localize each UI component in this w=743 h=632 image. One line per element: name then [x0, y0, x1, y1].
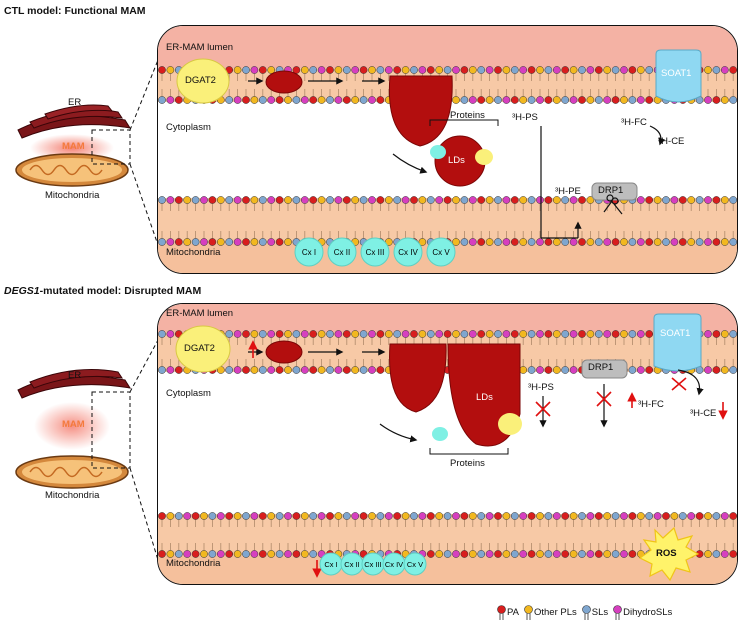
legend-swatch-3 [613, 604, 622, 614]
complexes-group-1: Cx I Cx II Cx III Cx IV Cx V [294, 237, 456, 267]
panel2-header-rest: -mutated model: Disrupted MAM [39, 285, 202, 297]
left-organelle-illustration-1 [15, 104, 132, 187]
soat1-enzyme [655, 49, 702, 103]
legend-item: DihydroSLs [613, 604, 673, 620]
mam-label-1: MAM [62, 141, 85, 152]
h3ce-label-2: ³H-CE [690, 408, 717, 419]
h3ps-label-2: ³H-PS [528, 382, 554, 393]
legend-item: PA [497, 604, 519, 620]
legend-swatch-1 [524, 604, 533, 614]
complex-label-5: Cx V [407, 560, 423, 569]
complex-1 [294, 237, 324, 267]
mam-label-2: MAM [62, 419, 85, 430]
small-ld [265, 70, 303, 94]
h3pe-label-1: ³H-PE [555, 186, 581, 197]
complex-label-1: Cx I [302, 248, 316, 257]
ros-burst [638, 526, 700, 582]
er-lumen-band-2 [158, 304, 737, 332]
h3ce-label-1: ³H-CE [658, 136, 685, 147]
er-lumen-band [158, 26, 737, 68]
panel1-header: CTL model: Functional MAM [4, 5, 146, 17]
h3fc-label-1: ³H-FC [621, 117, 647, 128]
mito-matrix-band-2 [158, 556, 737, 584]
dgat2-enzyme [176, 58, 230, 104]
drp1-box [591, 182, 638, 201]
er-mam-lumen-label-2: ER-MAM lumen [166, 308, 234, 319]
legend-label-dihydrosls: DihydroSLs [623, 606, 673, 618]
left-organelle-illustration-2 [15, 369, 132, 489]
soat1-label-2: SOAT1 [660, 328, 691, 339]
mito-label-2: Mitochondria [45, 490, 100, 501]
legend-item: SLs [581, 604, 609, 620]
budding-ld [388, 75, 453, 147]
dgat2-label-1: DGAT2 [185, 75, 216, 86]
legend-swatch-0 [497, 604, 506, 614]
panel1-shapes: Cx I Cx II Cx III Cx IV Cx V [176, 49, 702, 267]
mitochondria-label-1: Mitochondria [166, 247, 221, 258]
complex-5 [403, 552, 427, 576]
complex-label-4: Cx IV [398, 248, 418, 257]
legend-label-pa: PA [507, 606, 519, 618]
panel-functional-mam: Cx I Cx II Cx III Cx IV Cx V ER-MAM lumen Cy… [157, 25, 738, 274]
dgat2-label-2: DGAT2 [184, 343, 215, 354]
complex-2 [327, 237, 357, 267]
complex-label-3: Cx III [364, 560, 382, 569]
legend-item: Other PLs [524, 604, 577, 620]
er-mam-lumen-label-1: ER-MAM lumen [166, 42, 234, 53]
cytoplasm-label-2: Cytoplasm [166, 388, 211, 399]
complex-label-1: Cx I [324, 560, 337, 569]
mito-label-1: Mitochondria [45, 190, 100, 201]
degs1-gene-label: DEGS1 [4, 285, 40, 297]
scissors-icon [603, 194, 623, 215]
complex-label-2: Cx II [334, 248, 350, 257]
complex-label-4: Cx IV [385, 560, 403, 569]
soat1-label-1: SOAT1 [661, 68, 692, 79]
drp1-label-1: DRP1 [598, 185, 624, 196]
ros-label: ROS [656, 548, 677, 559]
complex-4 [393, 237, 423, 267]
h3fc-label-2: ³H-FC [638, 399, 664, 410]
proteins-label-1: Proteins [450, 110, 485, 121]
complex-3 [360, 237, 390, 267]
proteins-label-2: Proteins [450, 458, 485, 469]
legend-label-other-pls: Other PLs [533, 606, 577, 618]
proteins-bracket [429, 119, 499, 126]
er-label-1: ER [68, 97, 82, 108]
complex-5 [426, 237, 456, 267]
lds-label-2: LDs [476, 392, 493, 403]
cytoplasm-label-1: Cytoplasm [166, 122, 211, 133]
legend-label-sls: SLs [591, 606, 609, 618]
panel2-header: DEGS1-mutated model: Disrupted MAM [4, 285, 201, 297]
complex-label-2: Cx II [344, 560, 359, 569]
h3ps-label-1: ³H-PS [512, 112, 538, 123]
mitochondria-label-2: Mitochondria [166, 558, 221, 569]
lipid-legend: PA Other PLs SLs DihydroSLs [497, 604, 675, 620]
legend-swatch-2 [581, 604, 591, 614]
er-label-2: ER [68, 370, 82, 381]
complex-label-5: Cx V [432, 248, 450, 257]
lds-label-1: LDs [448, 155, 465, 166]
drp1-label-2: DRP1 [588, 362, 614, 373]
complex-label-3: Cx III [366, 248, 385, 257]
